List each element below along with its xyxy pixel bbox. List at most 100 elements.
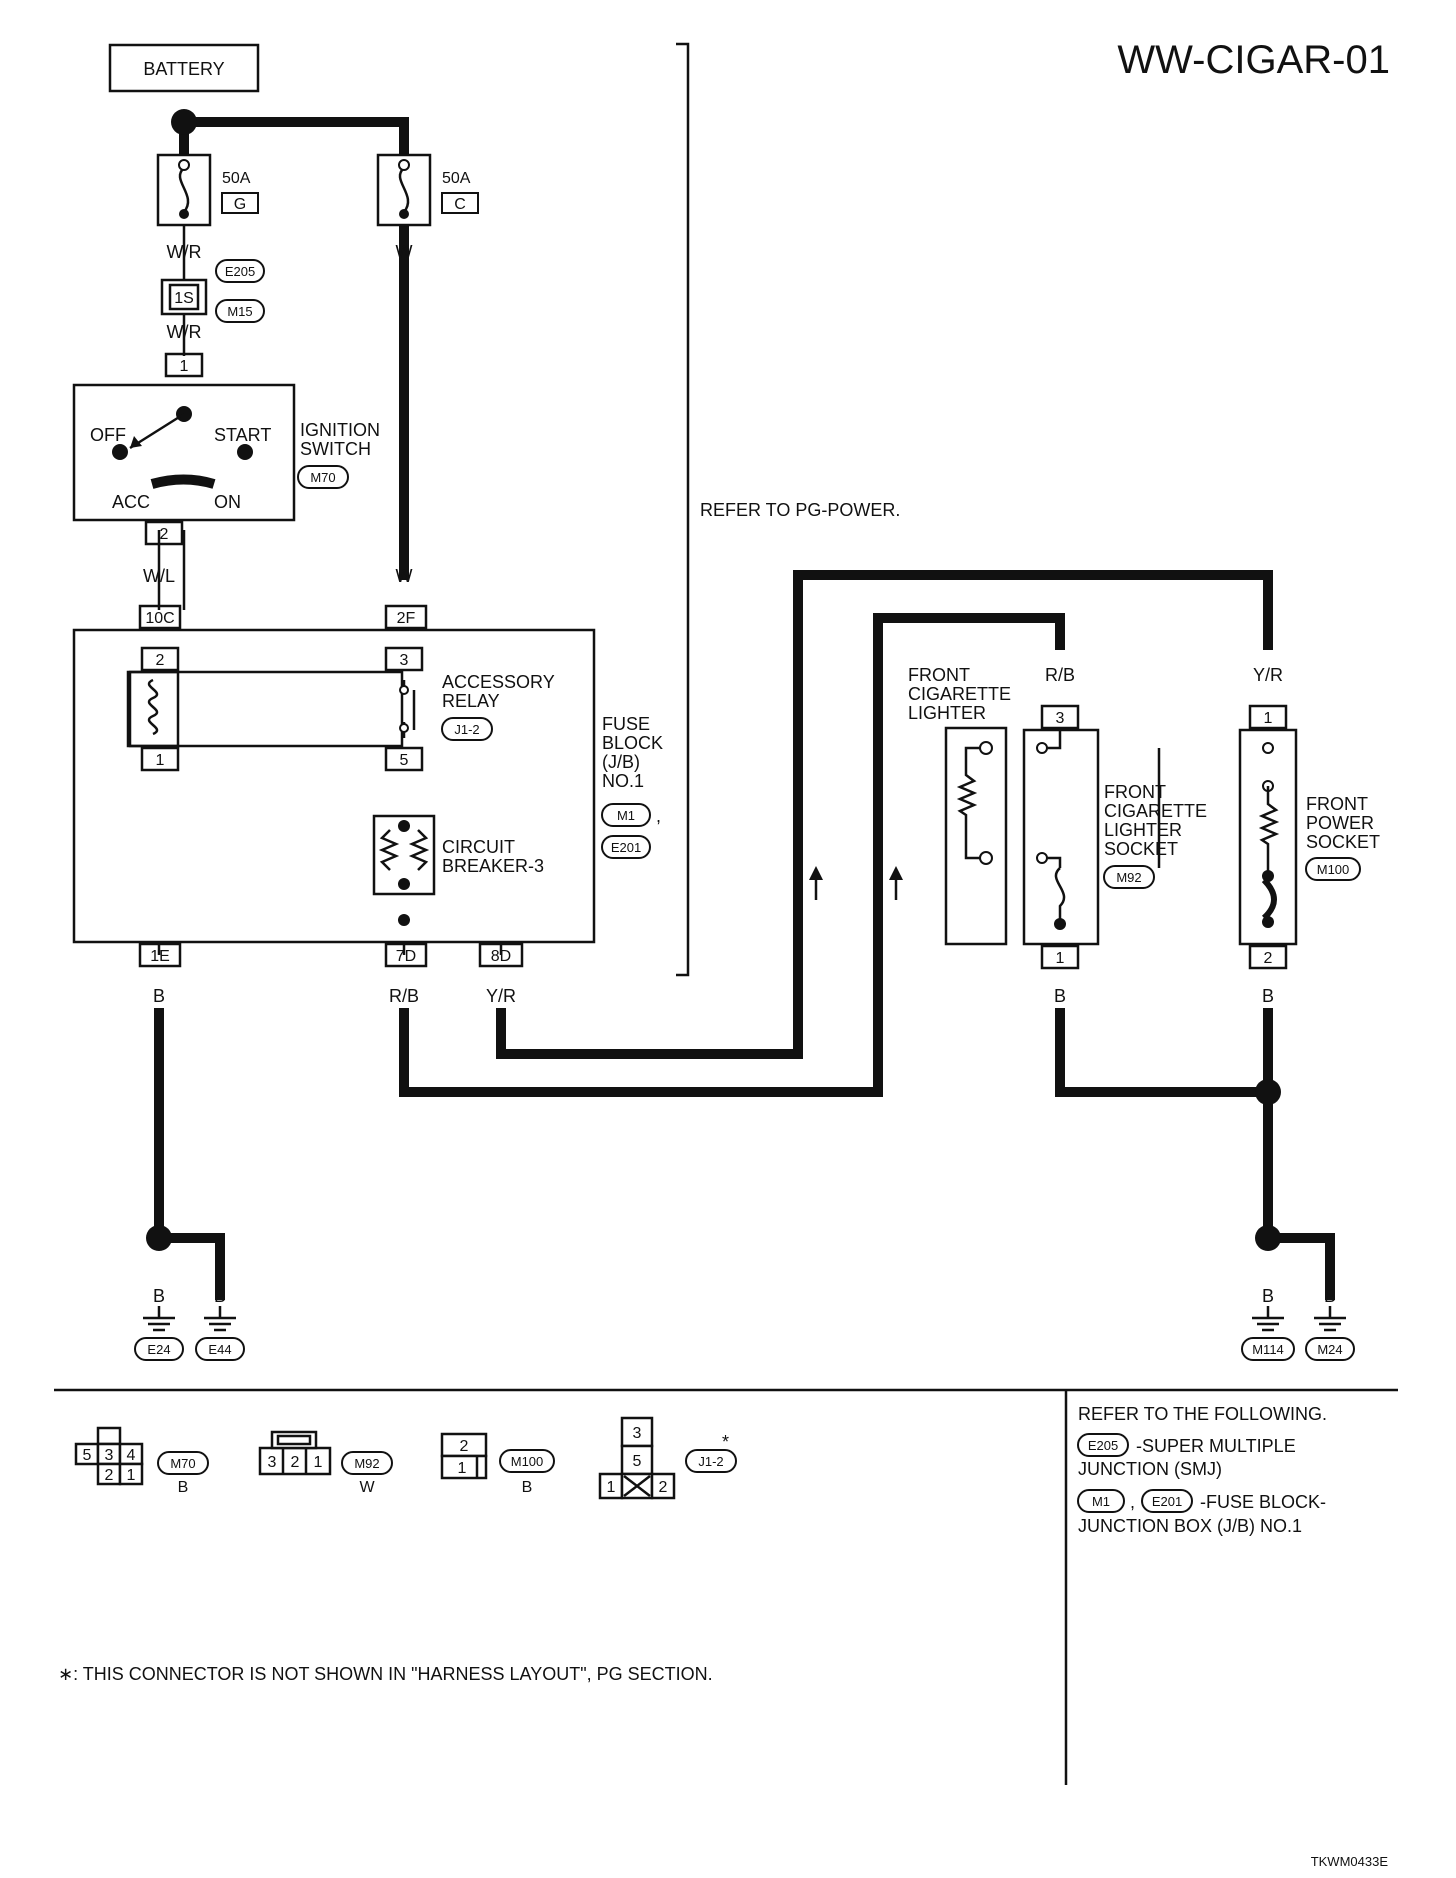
wire-label: W	[396, 242, 413, 262]
fuse-block-pin-10c: 10C	[145, 610, 174, 627]
front-cigarette-lighter: FRONT CIGARETTE LIGHTER	[908, 665, 1011, 946]
flow-arrows	[809, 866, 903, 900]
lighter-name: FRONT	[908, 665, 970, 685]
wire-label: R/B	[1045, 665, 1075, 685]
fuse-block-comma: ,	[656, 806, 661, 826]
connector-pin: 3	[633, 1425, 642, 1442]
connector-view-m70: 5 3 4 2 1 M70 B	[74, 1426, 209, 1496]
ground-junction	[1255, 1225, 1281, 1251]
ignition-name: SWITCH	[300, 439, 371, 459]
refer-e205-desc: JUNCTION (SMJ)	[1078, 1459, 1222, 1479]
ground-junction	[146, 1225, 172, 1251]
connector-view-m92: 3 2 1 M92 W	[258, 1430, 393, 1496]
refer-e205-tag: E205	[1088, 1438, 1118, 1453]
ground-e44: E44	[208, 1342, 231, 1357]
doc-code: TKWM0433E	[1311, 1854, 1389, 1869]
fuse-g-letter: G	[234, 196, 246, 213]
fuse-c-rating: 50A	[442, 170, 471, 187]
power-wires	[154, 117, 1335, 1300]
refer-fb-desc: -FUSE BLOCK-	[1200, 1492, 1326, 1512]
ignition-start-label: START	[214, 425, 271, 445]
connector-view-m70-color: B	[178, 1479, 189, 1496]
connector-view-j12-star: *	[722, 1432, 729, 1452]
connector-e201-tag: E201	[611, 840, 641, 855]
connector-e205-tag: E205	[225, 264, 255, 279]
refer-e201-tag: E201	[1152, 1494, 1182, 1509]
refer-fb-desc: JUNCTION BOX (J/B) NO.1	[1078, 1516, 1302, 1536]
ignition-pin-2: 2	[160, 526, 169, 543]
ground-e24: E24	[147, 1342, 170, 1357]
grounds: B B B B E24 E44 M114 M24	[134, 1286, 1355, 1361]
connector-view-m92-color: W	[359, 1479, 375, 1496]
battery: BATTERY	[108, 43, 260, 93]
relay-pin-5: 5	[400, 752, 409, 769]
refer-following: REFER TO THE FOLLOWING. E205 -SUPER MULT…	[1077, 1404, 1327, 1536]
lighter-name: CIGARETTE	[908, 684, 1011, 704]
fuse-block-name: BLOCK	[602, 733, 663, 753]
relay-name: RELAY	[442, 691, 500, 711]
connector-pin: 4	[127, 1447, 136, 1464]
wire-label: Y/R	[486, 986, 516, 1006]
wire-label: B	[1262, 1286, 1274, 1306]
lighter-socket-pin-1: 1	[1056, 950, 1065, 967]
fuse-c: 50A C	[376, 153, 479, 227]
ignition-name: IGNITION	[300, 420, 380, 440]
connector-pin: 3	[105, 1447, 114, 1464]
power-socket-name: FRONT	[1306, 794, 1368, 814]
battery-junction	[171, 109, 197, 135]
fuse-block-pin-2f: 2F	[397, 610, 416, 627]
wire-label: B	[153, 1286, 165, 1306]
power-socket-name: POWER	[1306, 813, 1374, 833]
connector-pin: 3	[268, 1454, 277, 1471]
refer-e205-desc: -SUPER MULTIPLE	[1136, 1436, 1296, 1456]
wire-label: Y/R	[1253, 665, 1283, 685]
lighter-socket-pin-3: 3	[1056, 710, 1065, 727]
relay-pin-3: 3	[400, 652, 409, 669]
refer-following-heading: REFER TO THE FOLLOWING.	[1078, 1404, 1327, 1424]
lighter-socket-name: FRONT	[1104, 782, 1166, 802]
fuse-block-name: NO.1	[602, 771, 644, 791]
fuse-block-name: FUSE	[602, 714, 650, 734]
wire-label: W/L	[143, 566, 175, 586]
front-cigarette-lighter-socket: R/B 3 1 FRONT CIGARETTE LIGHTER SOCKET M…	[1022, 665, 1207, 970]
connector-view-j12: 3 5 1 2 J1-2 *	[598, 1416, 737, 1500]
relay-name: ACCESSORY	[442, 672, 555, 692]
refer-comma: ,	[1130, 1492, 1135, 1512]
connector-view-m70-id: M70	[170, 1456, 195, 1471]
connector-pin: 2	[460, 1438, 469, 1455]
wire-label: W/R	[167, 322, 202, 342]
ignition-on-label: ON	[214, 492, 241, 512]
lighter-socket-name: CIGARETTE	[1104, 801, 1207, 821]
power-socket-name: SOCKET	[1306, 832, 1380, 852]
wire-label: B	[1054, 986, 1066, 1006]
fuse-g: 50A G	[156, 153, 259, 227]
front-power-socket: Y/R 1 2 FRONT POWER SOCKET M100	[1238, 665, 1380, 970]
refer-bracket	[676, 42, 690, 977]
ignition-switch: 1 OFF START ACC ON 2 IGNITION SWITCH M70	[72, 352, 380, 546]
ignition-off-label: OFF	[90, 425, 126, 445]
ground-m24: M24	[1317, 1342, 1342, 1357]
connector-pin: 1	[607, 1479, 616, 1496]
connector-pin: 5	[83, 1447, 92, 1464]
ground-junction	[1255, 1079, 1281, 1105]
connector-m70-tag: M70	[310, 470, 335, 485]
diagram-title: WW-CIGAR-01	[1117, 38, 1390, 82]
footnote: ∗: THIS CONNECTOR IS NOT SHOWN IN "HARNE…	[58, 1664, 713, 1684]
connector-view-m100-color: B	[522, 1479, 533, 1496]
wire-label: W/R	[167, 242, 202, 262]
fuse-block: 10C 2F 2 3 1 5 ACCESSORY RELAY J1-2 CIRC…	[72, 604, 663, 968]
ignition-pin-1: 1	[180, 358, 189, 375]
breaker-name: BREAKER-3	[442, 856, 544, 876]
connector-pin: 1	[314, 1454, 323, 1471]
fuse-block-name: (J/B)	[602, 752, 640, 772]
fuse-block-pin-1e: 1E	[150, 948, 170, 965]
connector-pin: 2	[291, 1454, 300, 1471]
connector-view-j12-id: J1-2	[698, 1454, 723, 1469]
connector-m15-tag: M15	[227, 304, 252, 319]
wire-label: B	[1262, 986, 1274, 1006]
connector-m100-tag: M100	[1317, 862, 1350, 877]
connector-pin: 1	[458, 1460, 467, 1477]
relay-pin-1: 1	[156, 752, 165, 769]
lighter-socket-name: LIGHTER	[1104, 820, 1182, 840]
fuse-block-pin-8d: 8D	[491, 948, 511, 965]
